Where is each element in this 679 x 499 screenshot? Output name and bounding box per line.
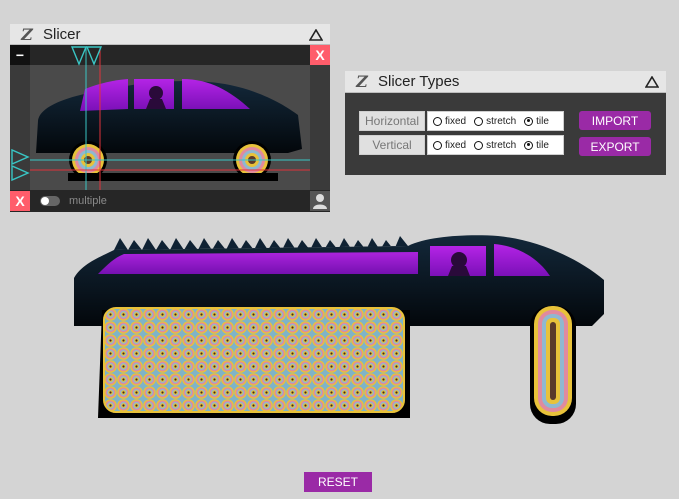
triangle-up-icon[interactable] xyxy=(308,28,324,46)
slicer-panel: Z Slicer − X X xyxy=(10,24,330,212)
sliced-car-output xyxy=(74,235,604,424)
slicer-canvas[interactable] xyxy=(30,65,310,190)
user-icon[interactable] xyxy=(310,191,330,211)
horizontal-stretch-radio[interactable]: stretch xyxy=(474,116,516,127)
export-button[interactable]: EXPORT xyxy=(579,137,651,156)
slicer-panel-header[interactable]: Z Slicer xyxy=(10,24,330,45)
slicer-logo-icon: Z xyxy=(21,24,33,44)
multiple-toggle[interactable] xyxy=(40,196,60,206)
vertical-label: Vertical xyxy=(359,135,425,155)
horizontal-options: fixed stretch tile xyxy=(427,111,564,131)
slicer-types-header[interactable]: Z Slicer Types xyxy=(345,71,666,93)
remove-slice-button[interactable]: X xyxy=(10,191,30,211)
import-button[interactable]: IMPORT xyxy=(579,111,651,130)
vertical-options: fixed stretch tile xyxy=(427,135,564,155)
reset-button[interactable]: RESET xyxy=(304,472,372,492)
slicer-top-gutter xyxy=(10,45,330,65)
slicer-bottom-bar xyxy=(10,190,330,212)
vertical-fixed-radio[interactable]: fixed xyxy=(433,140,466,151)
triangle-up-icon[interactable] xyxy=(644,75,660,93)
slicer-car-preview xyxy=(36,79,302,181)
minimize-button[interactable]: − xyxy=(10,45,30,65)
close-button[interactable]: X xyxy=(310,45,330,65)
toggle-knob xyxy=(41,197,49,205)
vertical-guide-handle-icon[interactable] xyxy=(70,46,110,68)
horizontal-fixed-radio[interactable]: fixed xyxy=(433,116,466,127)
slicer-types-panel: Z Slicer Types Horizontal fixed stretch … xyxy=(345,71,666,175)
vertical-stretch-radio[interactable]: stretch xyxy=(474,140,516,151)
slicer-types-logo-icon: Z xyxy=(356,72,368,91)
horizontal-label: Horizontal xyxy=(359,111,425,131)
slicer-types-title: Slicer Types xyxy=(378,73,460,90)
horizontal-guide-handle-icon[interactable] xyxy=(11,148,31,184)
slicer-panel-title: Slicer xyxy=(43,25,81,43)
multiple-label: multiple xyxy=(69,195,107,207)
horizontal-tile-radio[interactable]: tile xyxy=(524,116,549,127)
vertical-tile-radio[interactable]: tile xyxy=(524,140,549,151)
